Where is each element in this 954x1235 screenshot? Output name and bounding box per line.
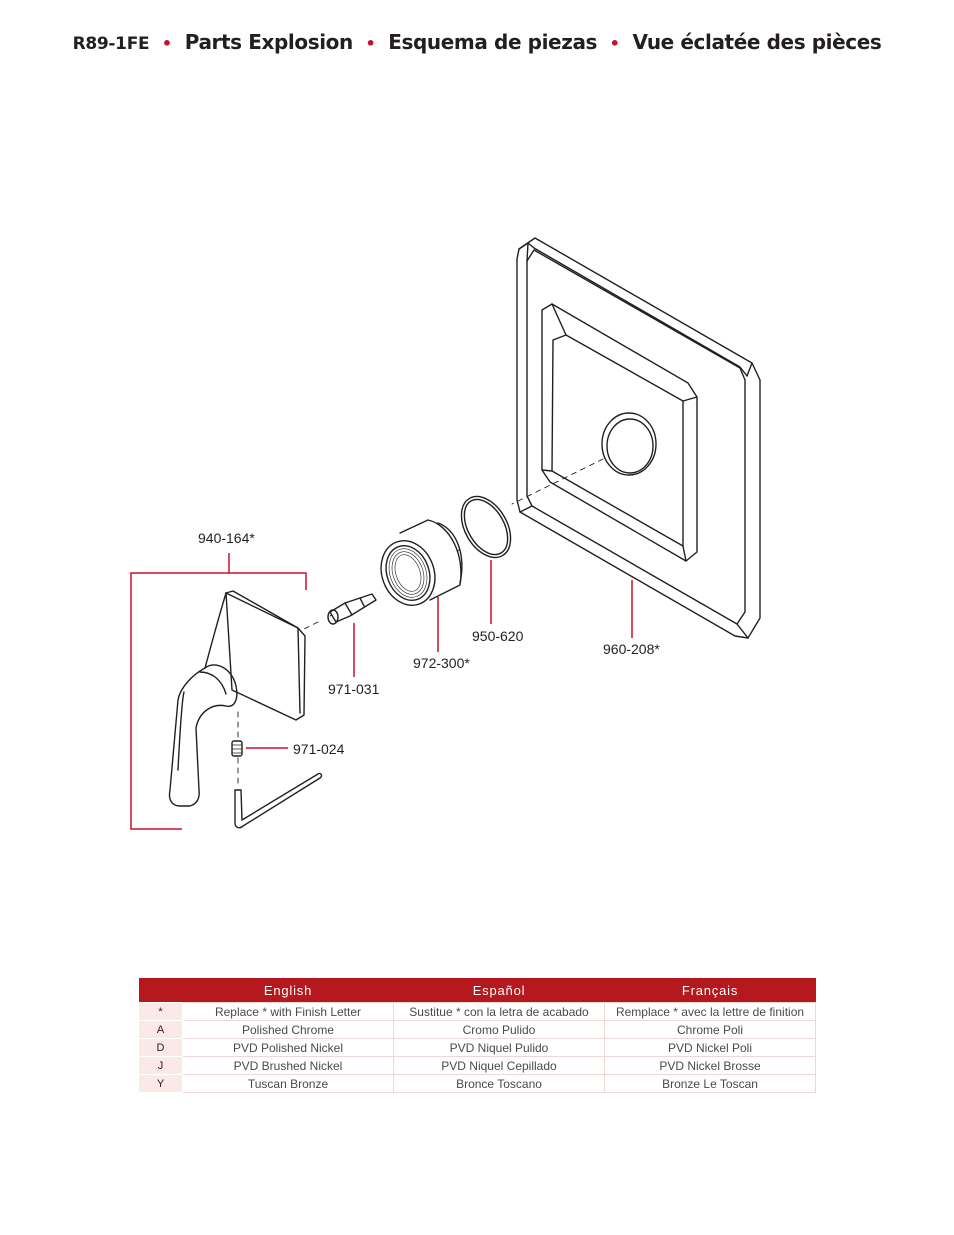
finish-french: Bronze Le Toscan	[604, 1074, 816, 1093]
column-header-spanish: Español	[393, 978, 605, 1003]
part-label-handle: 940-164*	[198, 530, 255, 546]
finish-spanish: Cromo Pulido	[393, 1020, 605, 1039]
finish-spanish: Bronce Toscano	[393, 1074, 605, 1093]
table-row: Y Tuscan Bronze Bronce Toscano Bronze Le…	[138, 1074, 816, 1093]
part-label-sleeve: 972-300*	[413, 655, 470, 671]
finish-english: Replace * with Finish Letter	[182, 1002, 394, 1021]
o-ring	[460, 495, 512, 559]
finish-spanish: PVD Niquel Cepillado	[393, 1056, 605, 1075]
model-number: R89-1FE	[72, 34, 150, 54]
escutcheon-plate	[516, 237, 761, 639]
column-header-french: Français	[604, 978, 816, 1003]
title-french: Vue éclatée des pièces	[632, 30, 882, 54]
set-screw	[231, 740, 243, 757]
bullet-separator: •	[161, 34, 173, 53]
finish-french: Remplace * avec la lettre de finition	[604, 1002, 816, 1021]
finish-code: J	[138, 1056, 183, 1075]
finish-table: English Español Français * Replace * wit…	[138, 978, 816, 1093]
finish-french: Chrome Poli	[604, 1020, 816, 1039]
table-row: * Replace * with Finish Letter Sustitue …	[138, 1002, 816, 1021]
page-title: R89-1FE • Parts Explosion • Esquema de p…	[0, 30, 954, 54]
table-row: D PVD Polished Nickel PVD Niquel Pulido …	[138, 1038, 816, 1057]
finish-french: PVD Nickel Brosse	[604, 1056, 816, 1075]
part-label-adapter: 971-031	[328, 681, 380, 697]
table-header-row: English Español Français	[138, 978, 816, 1003]
threaded-sleeve	[380, 519, 463, 606]
column-header-english: English	[182, 978, 394, 1003]
table-row: J PVD Brushed Nickel PVD Niquel Cepillad…	[138, 1056, 816, 1075]
finish-english: PVD Polished Nickel	[182, 1038, 394, 1057]
finish-code: D	[138, 1038, 183, 1057]
callout-leaders	[130, 553, 633, 830]
finish-spanish: Sustitue * con la letra de acabado	[393, 1002, 605, 1021]
finish-code: *	[138, 1002, 183, 1021]
part-label-set-screw: 971-024	[293, 741, 345, 757]
finish-english: PVD Brushed Nickel	[182, 1056, 394, 1075]
finish-code: Y	[138, 1074, 183, 1093]
handle-adapter	[327, 593, 377, 625]
finish-french: PVD Nickel Poli	[604, 1038, 816, 1057]
finish-english: Tuscan Bronze	[182, 1074, 394, 1093]
title-spanish: Esquema de piezas	[388, 30, 598, 54]
lever-handle	[168, 590, 306, 807]
finish-code: A	[138, 1020, 183, 1039]
title-english: Parts Explosion	[184, 30, 354, 54]
table-row: A Polished Chrome Cromo Pulido Chrome Po…	[138, 1020, 816, 1039]
part-label-o-ring: 950-620	[472, 628, 524, 644]
bullet-separator: •	[365, 34, 376, 53]
finish-spanish: PVD Niquel Pulido	[393, 1038, 605, 1057]
bullet-separator: •	[609, 34, 620, 53]
part-label-escutcheon: 960-208*	[603, 641, 660, 657]
hex-key	[234, 772, 323, 829]
finish-english: Polished Chrome	[182, 1020, 394, 1039]
parts-explosion-diagram: 940-164* 971-031 971-024 972-300* 950-62…	[130, 237, 761, 830]
column-header-code	[138, 978, 183, 1003]
